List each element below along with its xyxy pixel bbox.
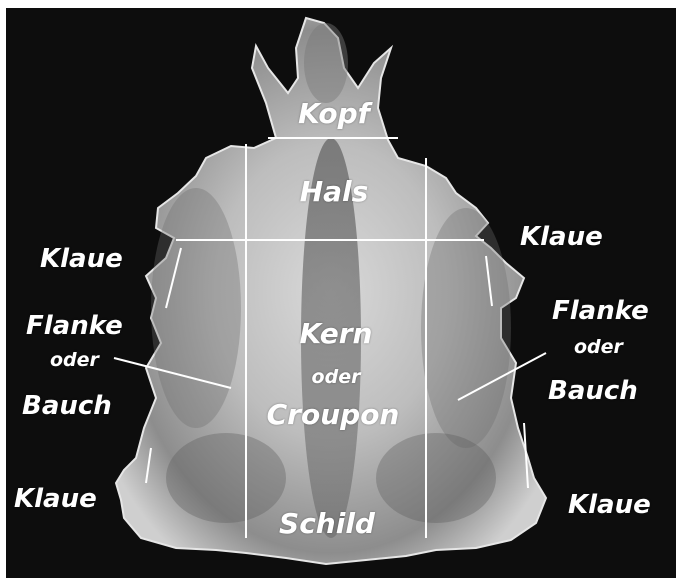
label-croupon: Croupon: [267, 401, 400, 429]
label-bauch-left: Bauch: [22, 393, 112, 419]
label-kopf: Kopf: [298, 100, 370, 128]
label-kern-oder: oder: [312, 368, 361, 387]
label-hals: Hals: [300, 178, 369, 206]
hide-photograph: Kopf Hals Kern oder Croupon Schild Klaue…: [6, 8, 676, 578]
label-klaue-upper-left: Klaue: [40, 246, 123, 272]
label-oder-left: oder: [50, 351, 99, 370]
label-klaue-lower-left: Klaue: [14, 486, 97, 512]
label-klaue-upper-right: Klaue: [520, 224, 603, 250]
label-kern: Kern: [300, 320, 373, 348]
label-flanke-left: Flanke: [26, 313, 123, 339]
label-bauch-right: Bauch: [548, 378, 638, 404]
label-flanke-right: Flanke: [552, 298, 649, 324]
label-schild: Schild: [279, 510, 375, 538]
label-oder-right: oder: [574, 338, 623, 357]
label-klaue-lower-right: Klaue: [568, 492, 651, 518]
